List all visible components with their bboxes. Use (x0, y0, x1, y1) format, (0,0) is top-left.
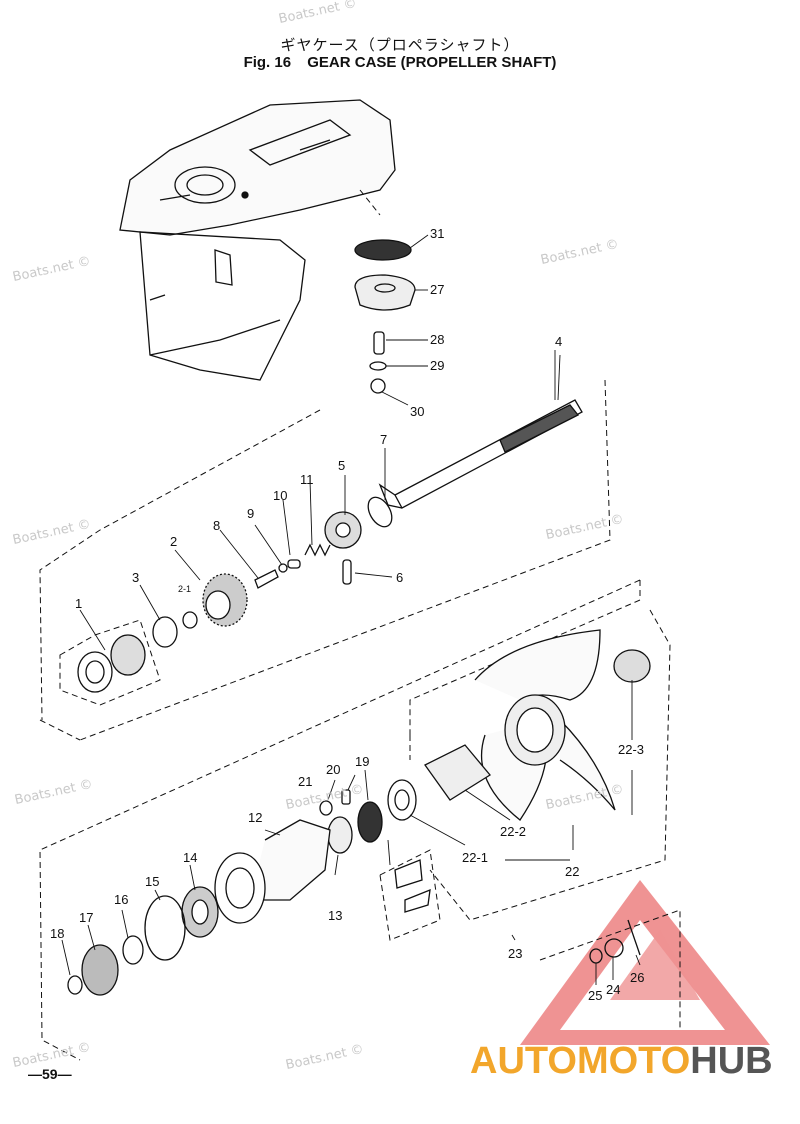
automotohub-logo (520, 880, 770, 1045)
callout-18: 18 (50, 926, 64, 941)
gear-case-housing (119, 99, 396, 381)
leader-lines (61, 234, 641, 985)
part-31-plate (354, 239, 412, 261)
callout-12: 12 (248, 810, 262, 825)
callout-24: 24 (606, 982, 620, 997)
callout-5: 5 (338, 458, 345, 473)
callout-17: 17 (79, 910, 93, 925)
callout-27: 27 (430, 282, 444, 297)
callout-26: 26 (630, 970, 644, 985)
part-7-ring (367, 496, 393, 528)
propeller (474, 629, 616, 821)
callout-28: 28 (430, 332, 444, 347)
callout-7: 7 (380, 432, 387, 447)
callout-22-2: 22-2 (500, 824, 526, 839)
figure-number: Fig. 16 (243, 54, 292, 71)
assembly-outline (39, 189, 681, 1061)
part-15-o-ring (144, 895, 186, 961)
part-24-nut (604, 938, 624, 958)
part-29-washer (369, 361, 387, 371)
callout-23: 23 (508, 946, 522, 961)
part-22-1-washer (387, 779, 417, 821)
part-19-seal (357, 801, 383, 843)
part-14-bearing (181, 886, 219, 938)
brand-part-1: AUTOMOTO (470, 1040, 691, 1082)
callout-2: 2 (170, 534, 177, 549)
part-16-shim (122, 935, 144, 965)
callout-9: 9 (247, 506, 254, 521)
callout-22-3: 22-3 (618, 742, 644, 757)
callout-10: 10 (273, 488, 287, 503)
part-22-2-bush (424, 744, 491, 801)
part-10-pin (287, 559, 301, 569)
part-5-clutch (324, 511, 362, 549)
part-20-bolt (341, 789, 351, 805)
callout-6: 6 (396, 570, 403, 585)
part-8-plunger (254, 569, 279, 589)
part-4-propeller-shaft (378, 399, 583, 509)
part-26-cotter-pin (627, 919, 641, 956)
part-6-pin (342, 559, 352, 585)
part-12-bearing-housing (214, 819, 331, 924)
callout-21: 21 (298, 774, 312, 789)
callout-3: 3 (132, 570, 139, 585)
callouts: 31 27 28 29 30 4 7 5 11 10 9 8 6 2 2-1 3… (50, 226, 644, 1003)
callout-11: 11 (300, 472, 314, 487)
figure-title: Fig. 16 GEAR CASE (PROPELLER SHAFT) (0, 54, 800, 71)
part-3-shim (152, 616, 178, 648)
part-9-ball (278, 563, 288, 573)
page-number: —59— (28, 1066, 72, 1082)
callout-25: 25 (588, 988, 602, 1003)
part-13-bearing (327, 816, 353, 854)
callout-22: 22 (565, 864, 579, 879)
callout-22-1: 22-1 (462, 850, 488, 865)
figure-caption: GEAR CASE (PROPELLER SHAFT) (307, 54, 557, 71)
title-japanese: ギヤケース（プロペラシャフト） (280, 36, 520, 54)
callout-29: 29 (430, 358, 444, 373)
part-21-washer (319, 800, 333, 816)
callout-16: 16 (114, 892, 128, 907)
callout-15: 15 (145, 874, 159, 889)
part-2-forward-gear (202, 573, 248, 627)
callout-1: 1 (75, 596, 82, 611)
part-28-bolt (373, 331, 385, 355)
callout-30: 30 (410, 404, 424, 419)
part-27-anode (354, 274, 416, 311)
callout-19: 19 (355, 754, 369, 769)
part-30-nut (370, 378, 386, 394)
part-11-spring (304, 543, 331, 557)
callout-2-1: 2-1 (178, 584, 191, 594)
brand-part-2: HUB (690, 1040, 773, 1082)
callout-8: 8 (213, 518, 220, 533)
callout-13: 13 (328, 908, 342, 923)
callout-20: 20 (326, 762, 340, 777)
part-18-washer (67, 975, 83, 995)
brand-wordmark: AUTOMOTOHUB (470, 1040, 773, 1082)
inset-tool-detail (394, 859, 431, 913)
part-17-reverse-gear (81, 944, 119, 996)
callout-4: 4 (555, 334, 562, 349)
part-22-3-spacer (613, 649, 651, 683)
part-2-1-bushing (182, 611, 198, 629)
part-1-bearing (77, 634, 146, 693)
callout-31: 31 (430, 226, 444, 241)
callout-14: 14 (183, 850, 197, 865)
